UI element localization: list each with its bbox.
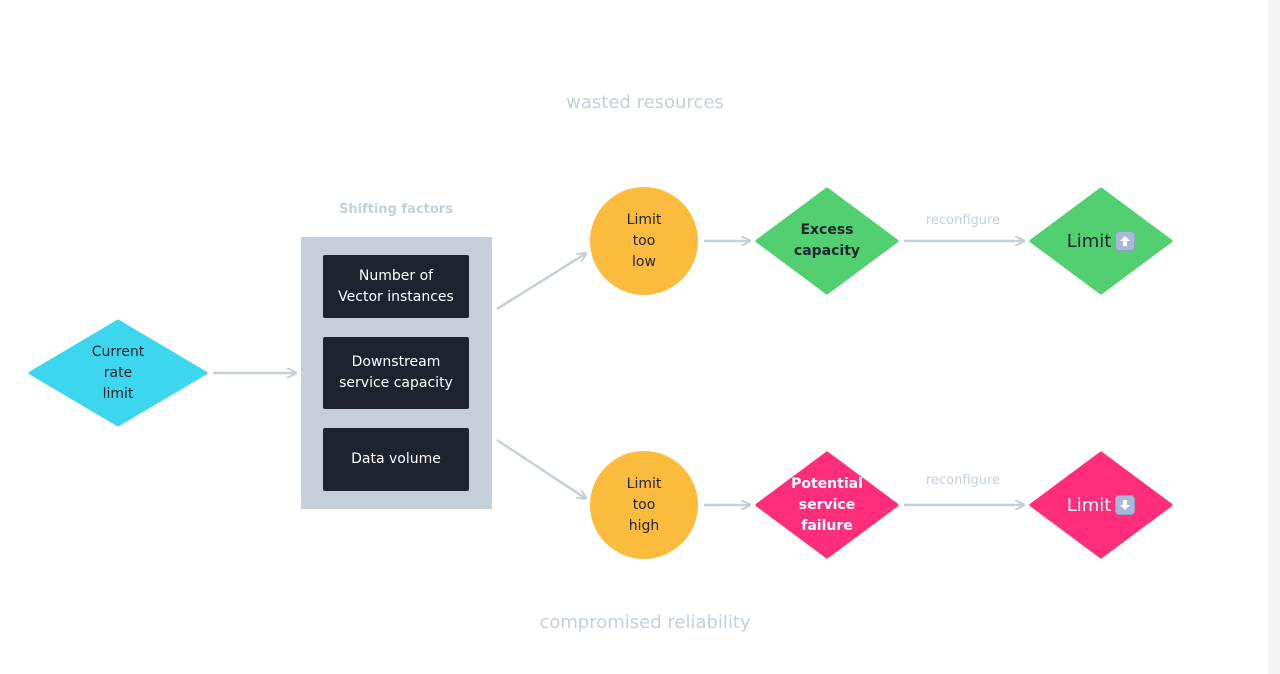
connector-factors-to-low xyxy=(496,254,585,311)
potential-service-failure-label: Potential service failure xyxy=(791,475,863,534)
excess-capacity-diamond-shape xyxy=(755,187,899,295)
up-arrow-icon xyxy=(1115,231,1136,251)
reconfigure-label-top: reconfigure xyxy=(925,213,1001,228)
wasted-resources-caption: wasted resources xyxy=(566,92,724,113)
shifting-factors-panel: Number of Vector instances Downstream se… xyxy=(301,237,492,509)
potential-service-failure-diamond-shape xyxy=(755,451,899,559)
potential-service-failure-node: Potential service failure xyxy=(755,451,899,559)
excess-capacity-node: Excess capacity xyxy=(755,187,899,295)
limit-too-high-node: Limit too high xyxy=(590,451,698,559)
connector-factors-to-high xyxy=(496,438,585,498)
down-arrow-icon xyxy=(1115,495,1136,515)
current-rate-limit-node: Current rate limit xyxy=(28,319,208,427)
reconfigure-label-bottom: reconfigure xyxy=(925,473,1001,488)
limit-down-label-group: Limit xyxy=(1067,495,1136,516)
limit-too-low-node: Limit too low xyxy=(590,187,698,295)
current-rate-limit-label: Current rate limit xyxy=(91,343,145,402)
factor-vector-instances: Number of Vector instances xyxy=(323,255,469,318)
limit-up-diamond-shape xyxy=(1029,187,1173,295)
limit-up-node: Limit xyxy=(1029,187,1173,295)
factor-downstream-capacity: Downstream service capacity xyxy=(323,337,469,409)
excess-capacity-label: Excess capacity xyxy=(793,222,861,259)
factor-data-volume: Data volume xyxy=(323,428,469,491)
limit-down-node: Limit xyxy=(1029,451,1173,559)
compromised-reliability-caption: compromised reliability xyxy=(539,612,751,633)
limit-up-label-group: Limit xyxy=(1067,231,1136,252)
limit-down-label: Limit xyxy=(1066,494,1112,516)
shifting-factors-title: Shifting factors xyxy=(339,202,453,217)
current-rate-limit-diamond-shape xyxy=(28,319,208,427)
right-edge-strip xyxy=(1268,0,1280,674)
limit-down-diamond-shape xyxy=(1029,451,1173,559)
limit-up-label: Limit xyxy=(1066,230,1112,252)
